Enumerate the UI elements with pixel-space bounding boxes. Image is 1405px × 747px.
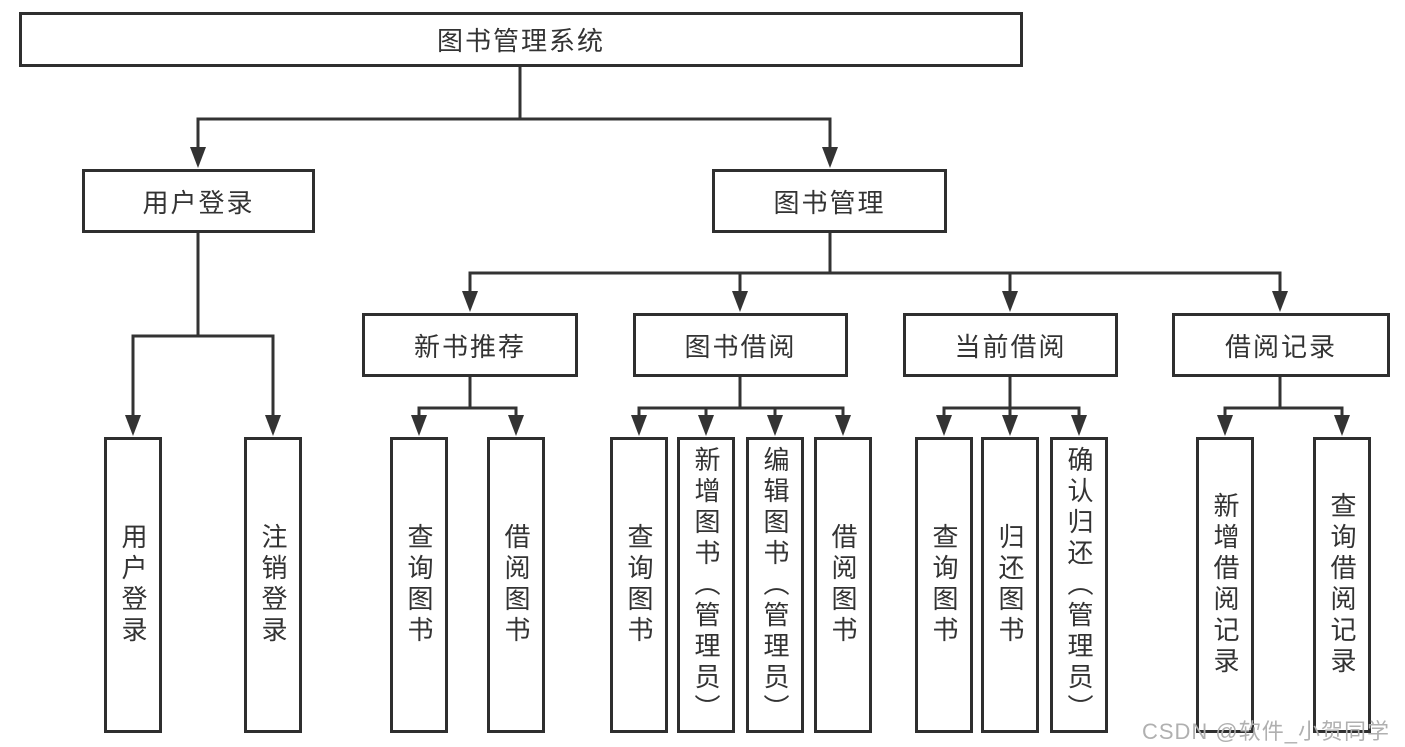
node-label: 新增图书（管理员）	[691, 445, 721, 725]
leaf-br-add-borrow-record: 新增借阅记录	[1196, 437, 1254, 733]
node-label: 用户登录	[142, 187, 255, 218]
connector-borrowing-records-to-leaves	[1217, 375, 1350, 436]
connector-book-management-to-level3	[462, 231, 1288, 312]
leaf-cb-return-books: 归还图书	[981, 437, 1039, 733]
node-label: 当前借阅	[954, 331, 1067, 362]
node-label: 查询图书	[929, 523, 959, 647]
leaf-bb-query-books: 查询图书	[610, 437, 668, 733]
node-book-borrowing: 图书借阅	[633, 313, 848, 377]
node-label: 借阅图书	[828, 523, 858, 647]
node-label: 查询图书	[624, 523, 654, 647]
connector-new-book-recommendation-to-leaves	[411, 375, 524, 436]
node-label: 查询图书	[404, 523, 434, 647]
connector-root-to-level2	[190, 65, 838, 168]
node-current-borrowing: 当前借阅	[903, 313, 1118, 377]
leaf-cb-confirm-return-admin: 确认归还（管理员）	[1050, 437, 1108, 733]
node-label: 查询借阅记录	[1327, 492, 1357, 678]
node-label: 归还图书	[995, 523, 1025, 647]
node-label: 注销登录	[258, 523, 288, 647]
node-label: 借阅图书	[501, 523, 531, 647]
leaf-logout: 注销登录	[244, 437, 302, 733]
node-library-management-system: 图书管理系统	[19, 12, 1023, 67]
node-borrowing-records: 借阅记录	[1172, 313, 1390, 377]
leaf-nbr-query-books: 查询图书	[390, 437, 448, 733]
leaf-bb-borrow-books: 借阅图书	[814, 437, 872, 733]
leaf-bb-add-books-admin: 新增图书（管理员）	[677, 437, 735, 733]
connector-book-borrowing-to-leaves	[631, 375, 851, 436]
node-label: 新增借阅记录	[1210, 492, 1240, 678]
node-new-book-recommendation: 新书推荐	[362, 313, 578, 377]
connector-user-login-to-leaves	[125, 231, 281, 436]
node-label: 借阅记录	[1224, 331, 1337, 362]
node-label: 确认归还（管理员）	[1064, 445, 1094, 725]
node-label: 新书推荐	[413, 331, 526, 362]
node-user-login: 用户登录	[82, 169, 315, 233]
watermark: CSDN @软件_小贺同学	[1141, 719, 1390, 744]
node-label: 图书管理系统	[436, 26, 605, 56]
connector-current-borrowing-to-leaves	[936, 375, 1087, 436]
node-label: 图书管理	[773, 187, 886, 218]
leaf-br-query-borrow-record: 查询借阅记录	[1313, 437, 1371, 733]
leaf-cb-query-books: 查询图书	[915, 437, 973, 733]
node-label: 图书借阅	[684, 331, 797, 362]
leaf-nbr-borrow-books: 借阅图书	[487, 437, 545, 733]
node-label: 编辑图书（管理员）	[760, 445, 790, 725]
node-label: 用户登录	[118, 523, 148, 647]
leaf-user-login: 用户登录	[104, 437, 162, 733]
node-book-management: 图书管理	[712, 169, 947, 233]
leaf-bb-edit-books-admin: 编辑图书（管理员）	[746, 437, 804, 733]
